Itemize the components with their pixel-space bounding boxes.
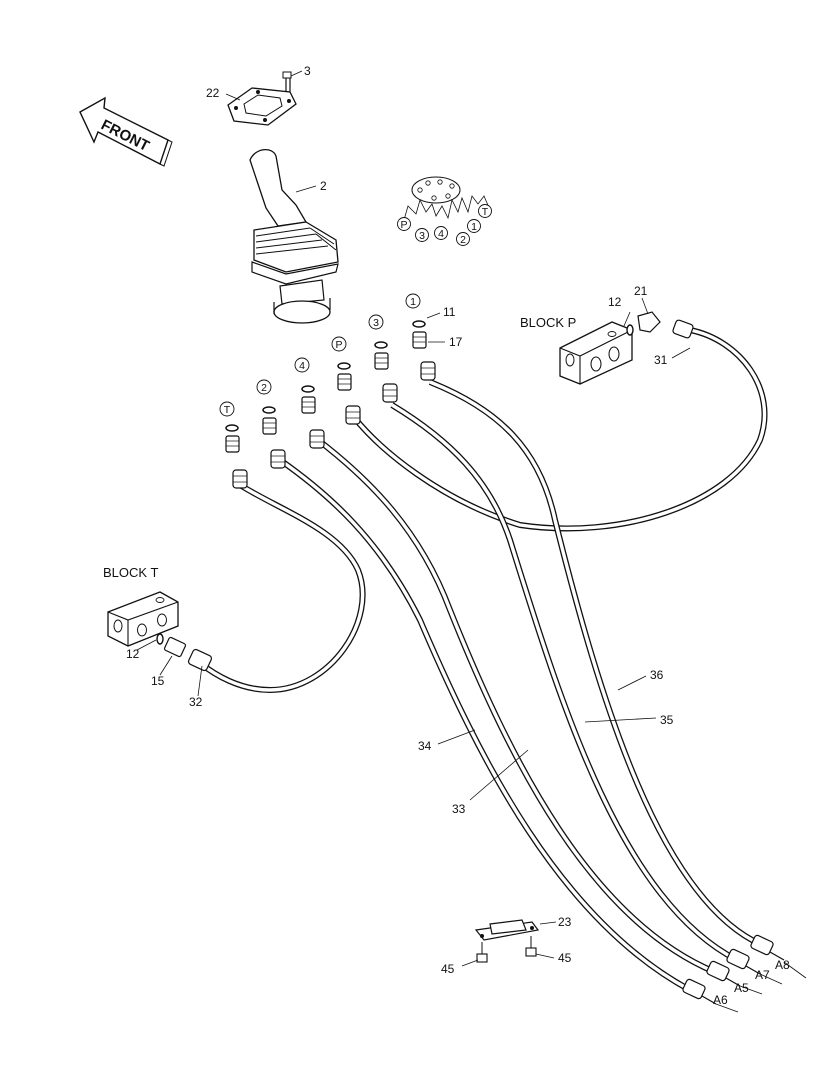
pattern-symbol-2: 2 (456, 232, 470, 246)
part-number-17: 17 (449, 335, 463, 349)
part-number-3: 3 (304, 64, 311, 78)
fitting-column-P (337, 362, 361, 425)
block-p-label: BLOCK P (520, 315, 576, 330)
pattern-symbol-P: P (397, 217, 411, 231)
part-number-36: 36 (650, 668, 664, 682)
pattern-symbol-4: 4 (434, 226, 448, 240)
fitting-column-3 (374, 341, 398, 403)
block-t (107, 591, 179, 647)
pattern-symbol-3: 3 (415, 228, 429, 242)
svg-text:4: 4 (299, 360, 305, 372)
front-arrow: FRONT (79, 96, 173, 167)
port-label-4: 4 (294, 357, 310, 373)
clamp-23 (474, 919, 540, 941)
part-number-45-right: 45 (558, 951, 572, 965)
pattern-symbol-1: 1 (467, 219, 481, 233)
svg-text:2: 2 (460, 234, 466, 246)
fitting-column-1 (412, 320, 436, 381)
part-number-23: 23 (558, 915, 572, 929)
part-number-2: 2 (320, 179, 327, 193)
part-number-32: 32 (189, 695, 203, 709)
svg-text:P: P (335, 339, 342, 351)
hose-end-A8 (750, 934, 807, 979)
port-pattern-symbol: P 3 4 2 1 T (397, 176, 492, 246)
fitting-column-T (225, 424, 248, 489)
port-label-1: 1 (405, 293, 421, 309)
hose-35 (390, 402, 739, 963)
pattern-symbol-T: T (478, 204, 492, 218)
elbow-21 (626, 311, 694, 339)
gasket-22 (227, 87, 297, 126)
hose-end-A6 (682, 978, 739, 1013)
part-number-45-left: 45 (441, 962, 455, 976)
svg-text:3: 3 (419, 230, 425, 242)
bolt-45-left (476, 942, 488, 963)
svg-text:1: 1 (471, 221, 477, 233)
part-number-31: 31 (654, 353, 668, 367)
joystick-2 (249, 149, 339, 324)
bolt-45-right (525, 936, 537, 957)
svg-text:T: T (224, 404, 231, 416)
block-t-label: BLOCK T (103, 565, 158, 580)
hose-34 (316, 437, 717, 975)
svg-text:4: 4 (438, 228, 444, 240)
svg-text:2: 2 (261, 382, 267, 394)
port-label-2: 2 (256, 379, 272, 395)
hose-end-label-a6: A6 (713, 993, 728, 1007)
fitting-column-4 (301, 385, 325, 449)
fitting-column-2 (262, 406, 286, 469)
part-number-35: 35 (660, 713, 674, 727)
hose-33 (278, 457, 692, 993)
port-label-P: P (331, 336, 347, 352)
svg-text:P: P (400, 219, 407, 231)
hose-end-label-a5: A5 (734, 981, 749, 995)
fitting-15 (156, 633, 213, 672)
part-number-22: 22 (206, 86, 220, 100)
block-p (559, 321, 633, 385)
hose-end-label-a8: A8 (775, 958, 790, 972)
svg-text:3: 3 (373, 317, 379, 329)
hose-36 (428, 379, 764, 948)
leader-lines (136, 297, 691, 967)
part-number-12-p: 12 (608, 295, 622, 309)
hose-31 (350, 327, 768, 532)
svg-text:1: 1 (410, 296, 416, 308)
part-number-15: 15 (151, 674, 165, 688)
part-number-11: 11 (443, 305, 456, 319)
hose-32 (198, 482, 366, 694)
part-number-33: 33 (452, 802, 466, 816)
bolt-3 (282, 70, 303, 92)
hose-end-label-a7: A7 (755, 968, 770, 982)
part-number-34: 34 (418, 739, 432, 753)
svg-text:T: T (482, 206, 489, 218)
part-number-12-t: 12 (126, 647, 140, 661)
hose-end-A7 (726, 948, 783, 985)
part-number-21: 21 (634, 284, 648, 298)
port-label-3: 3 (368, 314, 384, 330)
hose-end-A5 (706, 960, 763, 995)
port-label-T: T (219, 401, 235, 417)
